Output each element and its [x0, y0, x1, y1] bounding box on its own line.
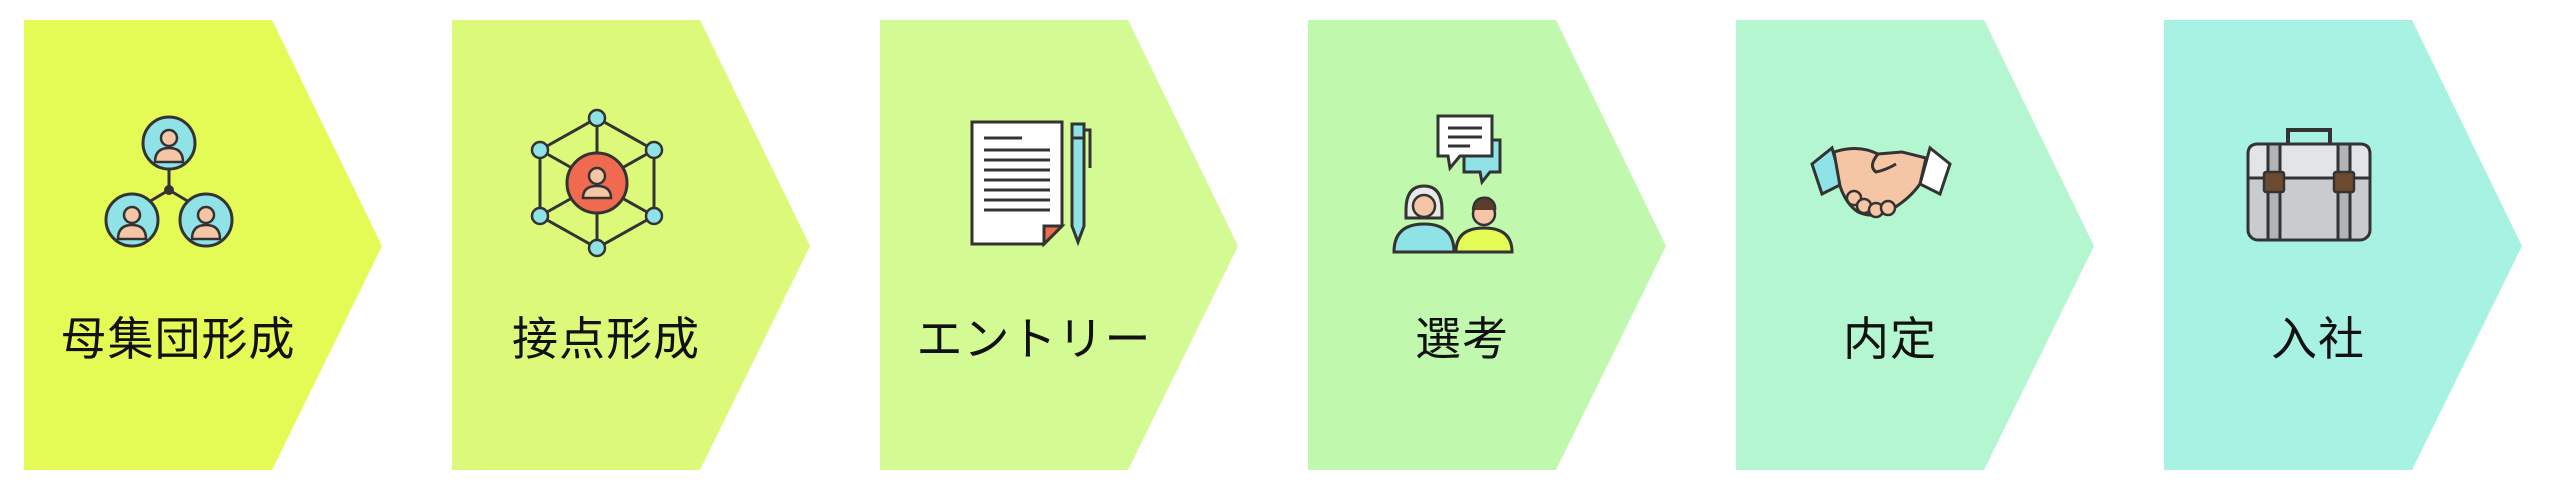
- step-label: 内定: [1843, 312, 1937, 366]
- document-pen-icon: [970, 120, 1092, 248]
- people-network-icon: [104, 115, 234, 248]
- step-joining-company: 入社: [2140, 0, 2552, 492]
- step-job-offer: 内定: [1712, 0, 2126, 492]
- chevron-shape: [440, 10, 830, 482]
- step-selection: 選考: [1284, 0, 1698, 492]
- briefcase-icon: [2246, 128, 2372, 242]
- chevron-shape: [1724, 10, 2114, 482]
- step-entry: エントリー: [856, 0, 1270, 492]
- step-label: 接点形成: [512, 312, 700, 366]
- network-hub-icon: [530, 108, 664, 258]
- step-population-formation: 母集団形成: [0, 0, 414, 492]
- step-label: 入社: [2271, 312, 2365, 366]
- handshake-icon: [1810, 145, 1952, 219]
- step-label: 選考: [1415, 312, 1509, 366]
- step-label: エントリー: [916, 312, 1152, 366]
- chevron-shape: [2152, 10, 2542, 482]
- step-label: 母集団形成: [60, 312, 296, 366]
- interview-chat-icon: [1392, 114, 1514, 254]
- step-touchpoint-formation: 接点形成: [428, 0, 842, 492]
